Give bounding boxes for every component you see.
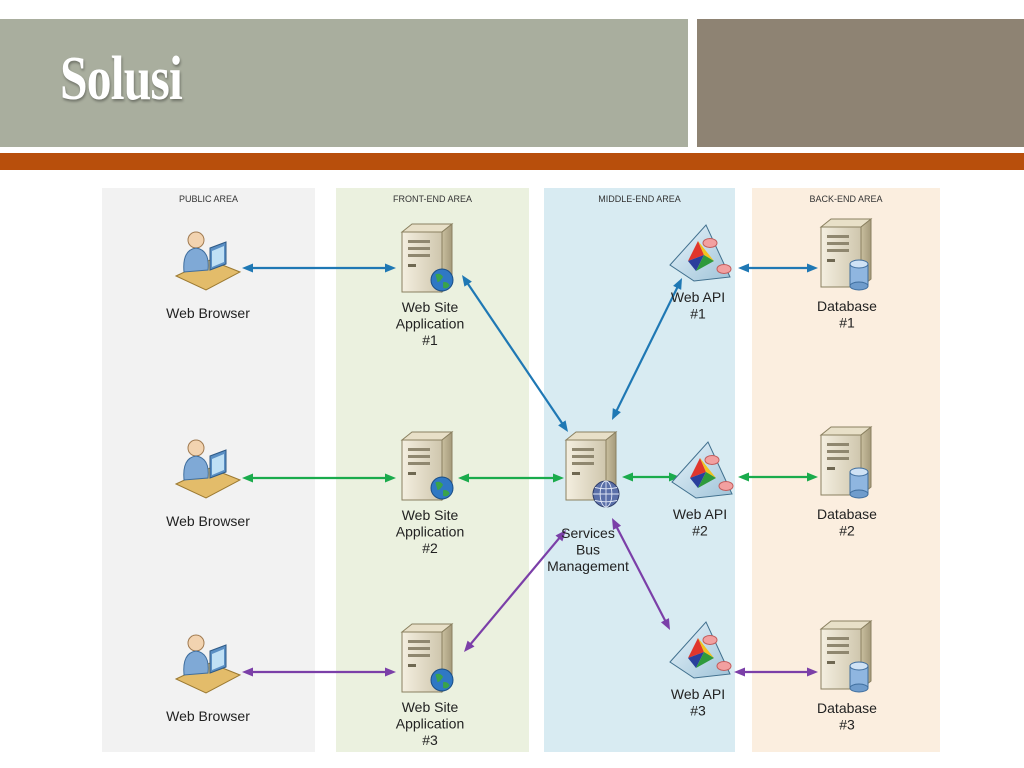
node-label-line: Application bbox=[396, 316, 465, 332]
web-api-node: Web API#1 bbox=[669, 224, 732, 322]
zone-label-public: PUBLIC AREA bbox=[179, 194, 238, 204]
node-label-line: Web Browser bbox=[166, 513, 250, 529]
node-label-line: Web Browser bbox=[166, 305, 250, 321]
connection-bus-w1 bbox=[612, 278, 682, 420]
connection-a3-bus bbox=[464, 530, 566, 652]
node-label-line: Web API bbox=[671, 686, 725, 702]
database-server-icon bbox=[819, 619, 873, 693]
connection-b2-a2 bbox=[242, 473, 396, 483]
zone-label-back: BACK-END AREA bbox=[809, 194, 882, 204]
node-label-line: Application bbox=[396, 524, 465, 540]
web-server-icon bbox=[400, 222, 454, 294]
node-label-line: Application bbox=[396, 716, 465, 732]
node-label-line: #1 bbox=[690, 306, 706, 322]
slide-title: Solusi bbox=[60, 45, 183, 113]
node-label-line: #3 bbox=[690, 703, 706, 719]
node-label-line: Bus bbox=[576, 542, 600, 558]
web-api-node: Web API#2 bbox=[671, 441, 734, 539]
user-computer-icon bbox=[174, 439, 242, 499]
database-node: Database#2 bbox=[817, 425, 877, 539]
connection-w3-d3 bbox=[734, 667, 818, 677]
zone-label-front: FRONT-END AREA bbox=[393, 194, 472, 204]
web-browser-node: Web Browser bbox=[166, 231, 250, 321]
connection-a1-bus bbox=[462, 275, 568, 432]
node-label-line: #2 bbox=[839, 523, 855, 539]
title-accent-block bbox=[697, 19, 1024, 147]
node-label-line: Web API bbox=[673, 506, 727, 522]
node-label-line: Web Site bbox=[402, 699, 459, 715]
web-server-icon bbox=[400, 622, 454, 694]
node-label-line: #3 bbox=[839, 717, 855, 733]
connection-a2-bus bbox=[458, 473, 564, 483]
database-node: Database#3 bbox=[817, 619, 877, 733]
connection-w1-d1 bbox=[738, 263, 818, 273]
title-bar bbox=[0, 19, 688, 147]
bus-server-icon bbox=[564, 430, 620, 508]
node-label-line: #2 bbox=[692, 523, 708, 539]
title-rule bbox=[0, 153, 1024, 170]
api-prism-icon bbox=[669, 621, 732, 679]
zone-label-middle: MIDDLE-END AREA bbox=[598, 194, 681, 204]
node-label-line: Database bbox=[817, 700, 877, 716]
web-browser-node: Web Browser bbox=[166, 634, 250, 724]
web-api-node: Web API#3 bbox=[669, 621, 732, 719]
web-server-icon bbox=[400, 430, 454, 502]
node-label-line: #1 bbox=[839, 315, 855, 331]
node-label-line: Web Site bbox=[402, 299, 459, 315]
node-label-line: Services bbox=[561, 525, 615, 541]
user-computer-icon bbox=[174, 231, 242, 291]
node-label-line: #1 bbox=[422, 332, 438, 348]
node-label-line: #3 bbox=[422, 732, 438, 748]
user-computer-icon bbox=[174, 634, 242, 694]
node-label-line: Management bbox=[547, 558, 629, 574]
web-browser-node: Web Browser bbox=[166, 439, 250, 529]
node-label-line: Web Site bbox=[402, 507, 459, 523]
connection-bus-w3 bbox=[612, 518, 670, 630]
api-prism-icon bbox=[669, 224, 732, 282]
connection-w2-d2 bbox=[738, 472, 818, 482]
connection-b3-a3 bbox=[242, 667, 396, 677]
api-prism-icon bbox=[671, 441, 734, 499]
database-server-icon bbox=[819, 425, 873, 499]
connection-bus-w2 bbox=[622, 472, 680, 482]
node-label-line: #2 bbox=[422, 540, 438, 556]
node-label-line: Web Browser bbox=[166, 708, 250, 724]
node-label-line: Database bbox=[817, 298, 877, 314]
connection-b1-a1 bbox=[242, 263, 396, 273]
database-server-icon bbox=[819, 217, 873, 291]
database-node: Database#1 bbox=[817, 217, 877, 331]
node-label-line: Web API bbox=[671, 289, 725, 305]
node-label-line: Database bbox=[817, 506, 877, 522]
